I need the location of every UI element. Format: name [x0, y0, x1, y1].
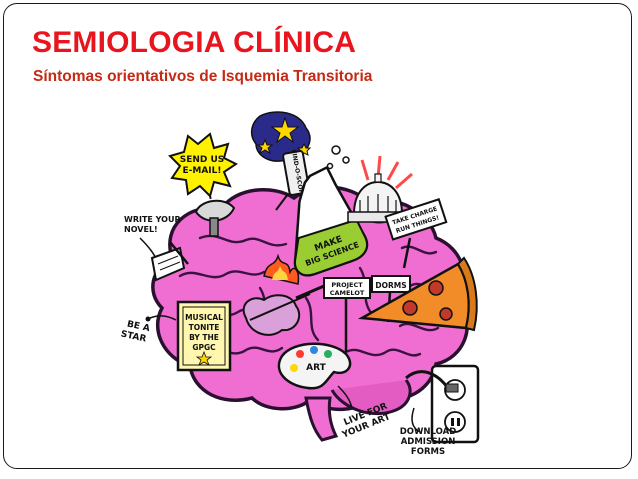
- burning-violin-icon: [242, 253, 325, 336]
- open-book-icon: [150, 241, 189, 282]
- telescope-icon: FIND-O-SCOPE: [250, 111, 312, 211]
- star-icon: [195, 350, 213, 366]
- satellite-dish-icon: [194, 195, 236, 237]
- by-the-label: BY THE: [189, 333, 219, 342]
- project-label: PROJECT: [331, 281, 363, 289]
- brain-stem: [304, 396, 339, 442]
- novel-label: NOVEL!: [124, 225, 158, 234]
- write-your-label: WRITE YOUR: [124, 215, 181, 224]
- star-icon: [256, 138, 274, 155]
- paint-palette-icon: ART: [277, 342, 352, 390]
- star-icon: [270, 116, 300, 144]
- project-camelot-sign: PROJECT CAMELOT: [323, 277, 371, 352]
- brain-cartoon-illustration: SEND US E-MAIL! FIND-O-SCOPE MAKE BIG SC…: [120, 111, 480, 457]
- gpgc-label: GPGC: [192, 343, 216, 352]
- tonite-label: TONITE: [189, 323, 220, 332]
- slide-title: SEMIOLOGIA CLÍNICA: [32, 26, 357, 59]
- admission-label: ADMISSION: [401, 437, 456, 447]
- capitol-dome-icon: [347, 155, 413, 223]
- musical-poster: MUSICAL TONITE BY THE GPGC: [176, 300, 232, 372]
- wall-outlet-icon: [405, 364, 480, 444]
- download-label: DOWNLOAD: [400, 427, 457, 437]
- forms-label: FORMS: [411, 447, 445, 457]
- take-charge-sign: TAKE CHARGE RUN THINGS!: [384, 198, 448, 269]
- camelot-label: CAMELOT: [330, 289, 365, 297]
- send-email-burst: SEND US E-MAIL!: [168, 132, 238, 198]
- science-flask: MAKE BIG SCIENCE: [293, 145, 369, 277]
- dorms-label: DORMS: [375, 281, 406, 290]
- download-forms-label-group: DOWNLOAD ADMISSION FORMS: [400, 407, 457, 457]
- musical-label: MUSICAL: [185, 313, 223, 322]
- art-label: ART: [306, 363, 326, 373]
- be-a-label: BE A: [126, 320, 151, 335]
- slide-subtitle: Síntomas orientativos de Isquemia Transi…: [33, 68, 373, 85]
- send-us-label: SEND US: [180, 155, 225, 165]
- pizza-slice-icon: [357, 256, 478, 332]
- email-label: E-MAIL!: [183, 166, 222, 176]
